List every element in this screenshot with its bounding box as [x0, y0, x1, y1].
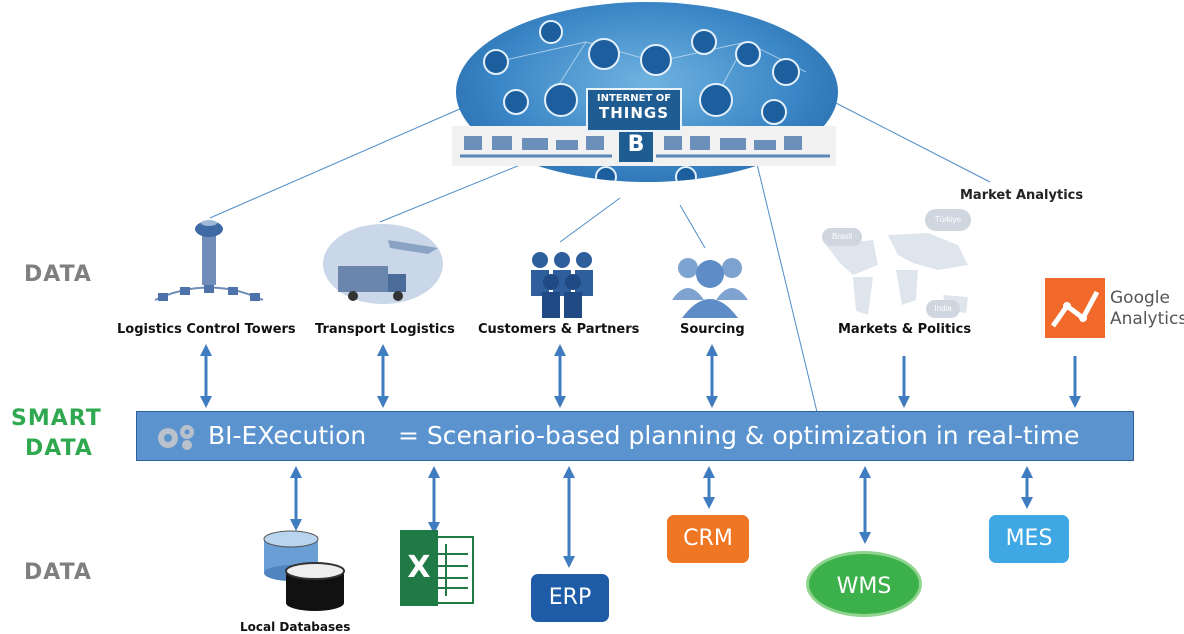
caption-customers: Customers & Partners	[478, 322, 640, 337]
smart-data-label: SMART DATA	[11, 404, 102, 464]
market-analytics-label: Market Analytics	[960, 188, 1084, 203]
google-line2: Analytics	[1110, 309, 1184, 329]
excel-letter: X	[400, 530, 438, 606]
wms-box: WMS	[806, 551, 922, 617]
sourcing-people-icon	[672, 258, 748, 318]
google-line1: Google	[1110, 288, 1170, 308]
control-tower-icon	[154, 220, 264, 301]
bubble-brasil: Brasil	[822, 228, 862, 246]
caption-control-towers: Logistics Control Towers	[117, 322, 296, 337]
smart-label-line1: SMART	[11, 406, 102, 431]
google-analytics-icon	[1045, 278, 1105, 338]
erp-box: ERP	[531, 574, 609, 622]
caption-local-databases: Local Databases	[240, 620, 351, 634]
excel-icon: X	[400, 530, 474, 606]
bubble-india: India	[926, 300, 960, 318]
world-map-icon	[826, 233, 968, 315]
bubble-turkiye: Türkiye	[925, 209, 971, 231]
transport-icon	[323, 224, 443, 304]
iot-badge-line1: INTERNET OF	[596, 93, 672, 104]
smart-label-line2: DATA	[25, 436, 93, 461]
bi-execution-bar	[136, 411, 1134, 461]
caption-transport: Transport Logistics	[315, 322, 455, 337]
bar-description: = Scenario-based planning & optimization…	[398, 421, 1080, 450]
bar-title: BI-EXecution	[208, 421, 367, 450]
crm-box: CRM	[667, 515, 749, 563]
mes-box: MES	[989, 515, 1069, 563]
chain-links-icon	[460, 136, 830, 158]
iot-badge: INTERNET OF THINGS	[586, 88, 682, 132]
data-label-top: DATA	[24, 262, 92, 287]
caption-markets: Markets & Politics	[838, 322, 972, 337]
iot-network-icon	[483, 20, 807, 182]
people-group-icon	[531, 252, 593, 318]
local-database-icon	[263, 530, 345, 611]
google-analytics-text: Google Analytics	[1110, 288, 1184, 330]
gears-icon	[158, 425, 194, 450]
iot-badge-line2: THINGS	[598, 104, 670, 122]
caption-sourcing: Sourcing	[680, 322, 745, 337]
blockchain-icon: B	[619, 128, 653, 162]
data-label-bottom: DATA	[24, 560, 92, 585]
